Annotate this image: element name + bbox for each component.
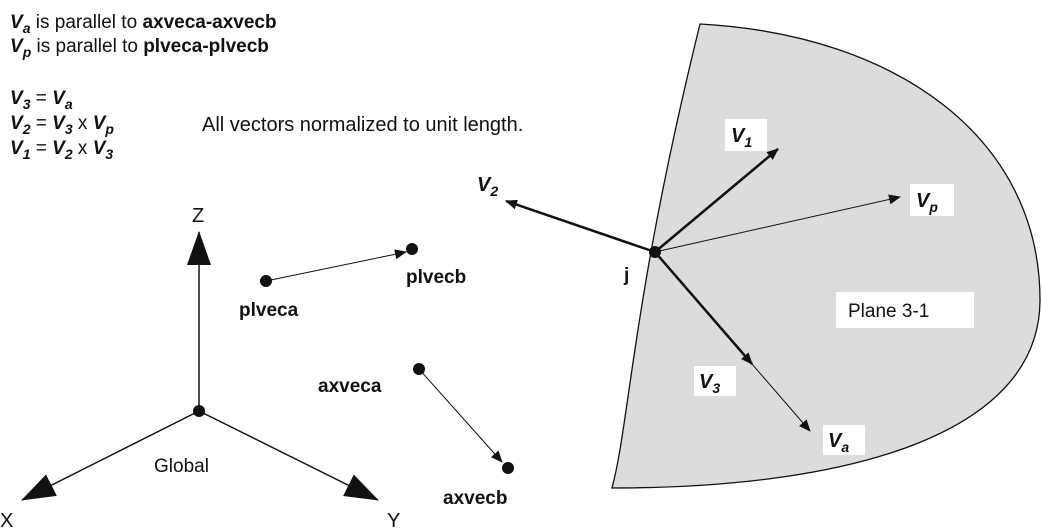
global-y-axis [198, 410, 379, 501]
axveca-label: axveca [318, 376, 382, 397]
v1-label-box [725, 119, 767, 151]
va-label-box [823, 425, 865, 455]
global-z-label: Z [192, 205, 204, 227]
vp-label: Vp [916, 190, 938, 215]
plvecb-point [406, 243, 418, 255]
plveca-point [260, 275, 272, 287]
normalized-note: All vectors normalized to unit length. [202, 114, 523, 136]
v2-arrow [505, 199, 656, 254]
axvecb-point [502, 462, 514, 474]
joint-j-point [649, 246, 661, 258]
plane-label: Plane 3-1 [848, 301, 929, 322]
v1-arrow [654, 148, 779, 253]
equation-v2: V2 = V3 x Vp [10, 113, 114, 137]
equation-v1: V1 = V2 x V3 [10, 138, 113, 162]
global-origin [193, 405, 205, 417]
vp-arrow [654, 194, 901, 253]
global-x-label: X [0, 510, 13, 528]
plveca-label: plveca [239, 300, 299, 321]
global-x-axis [21, 410, 200, 501]
vp-label-box [910, 184, 954, 216]
axvec-line [418, 368, 503, 463]
note-vp-parallel: Vp is parallel to plveca-plvecb [10, 36, 269, 60]
note-va-parallel: Va is parallel to axveca-axvecb [10, 12, 277, 36]
v3-arrow [654, 251, 753, 365]
v3-label-box [694, 366, 736, 396]
va-label: Va [828, 430, 849, 455]
joint-j-label: j [623, 265, 629, 286]
axveca-point [413, 363, 425, 375]
v3-label: V3 [699, 371, 720, 396]
v1-label: V1 [731, 125, 752, 150]
axvecb-label: axvecb [443, 488, 507, 509]
plane-label-box [836, 292, 974, 328]
global-label: Global [154, 456, 209, 477]
plvecb-label: plvecb [406, 267, 466, 288]
plane-3-1-region [611, 23, 1041, 489]
plvec-line [265, 249, 407, 282]
v2-label: V2 [477, 174, 498, 199]
equation-v3: V3 = Va [10, 88, 73, 112]
global-y-label: Y [387, 510, 400, 528]
